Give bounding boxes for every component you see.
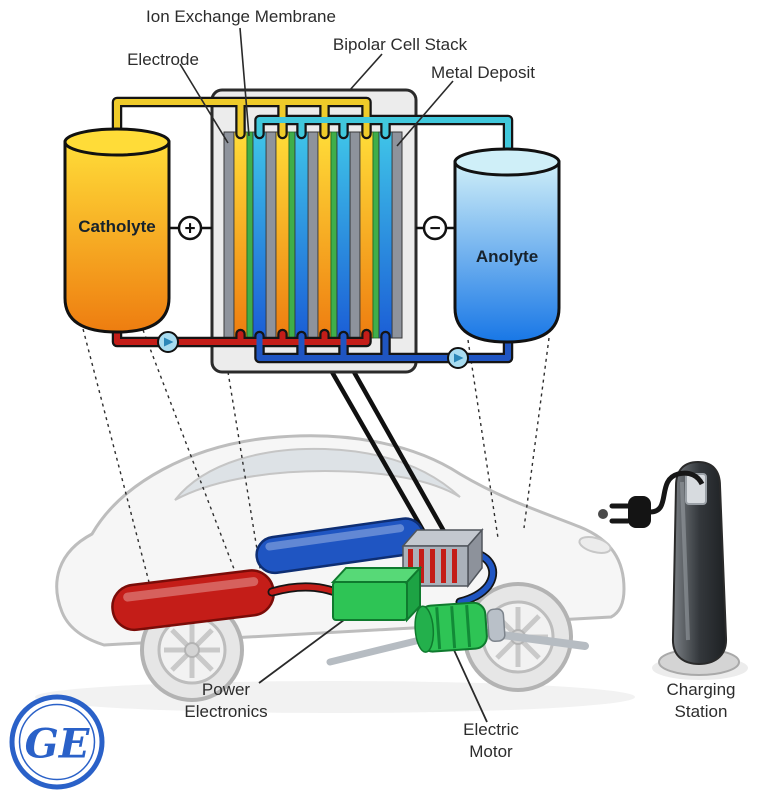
power-electronics-label: Power Electronics	[184, 679, 268, 721]
charging-station-label: Charging Station	[666, 679, 736, 721]
plug-body	[628, 496, 651, 528]
ion-exchange-membrane-label: Ion Exchange Membrane	[146, 7, 336, 26]
negative-terminal-symbol: −	[429, 218, 440, 239]
metal-deposit-label: Metal Deposit	[431, 63, 535, 82]
anolyte-tank	[453, 147, 561, 344]
motor-gearbox	[486, 608, 506, 642]
anolyte-pump	[447, 347, 469, 369]
car-blue-hose-right-fill	[457, 549, 496, 605]
charge-port	[598, 509, 608, 519]
catholyte-tank	[63, 127, 171, 334]
catholyte-return-pipe	[114, 289, 370, 345]
ge-logo: GE	[9, 694, 105, 790]
car-glass	[174, 447, 461, 501]
car-stack-fins	[408, 549, 457, 583]
electric-motor-label: Electric Motor	[463, 719, 519, 761]
headlight	[578, 536, 612, 554]
electrode-label: Electrode	[127, 50, 199, 69]
car-ground-shadow	[35, 681, 635, 713]
catholyte-label: Catholyte	[78, 217, 156, 236]
car-label-leader-lines	[258, 613, 488, 723]
schematic-leader-lines	[179, 27, 454, 147]
negative-terminal: −	[416, 215, 455, 241]
bipolar-cell-stack-label: Bipolar Cell Stack	[332, 35, 468, 54]
anolyte-supply-pipe	[256, 117, 511, 167]
car-catholyte-tank	[111, 569, 275, 632]
catholyte-pump	[157, 331, 179, 353]
mapping-dashed-lines	[75, 301, 550, 591]
power-electronics-box	[330, 565, 423, 623]
charging-station	[658, 460, 740, 676]
positive-terminal-symbol: +	[184, 218, 195, 239]
positive-terminal: +	[169, 215, 212, 241]
anolyte-return-pipe	[256, 313, 511, 361]
charging-cable	[609, 470, 705, 528]
electric-motor-unit	[414, 601, 506, 653]
station-highlight	[680, 481, 690, 641]
car-components	[111, 517, 589, 666]
plug-prongs	[609, 503, 631, 524]
anolyte-label: Anolyte	[475, 247, 539, 266]
stack-mapping-lines	[330, 370, 452, 548]
ge-monogram-text: GE	[25, 721, 90, 768]
axle-shaft-left	[326, 636, 424, 666]
